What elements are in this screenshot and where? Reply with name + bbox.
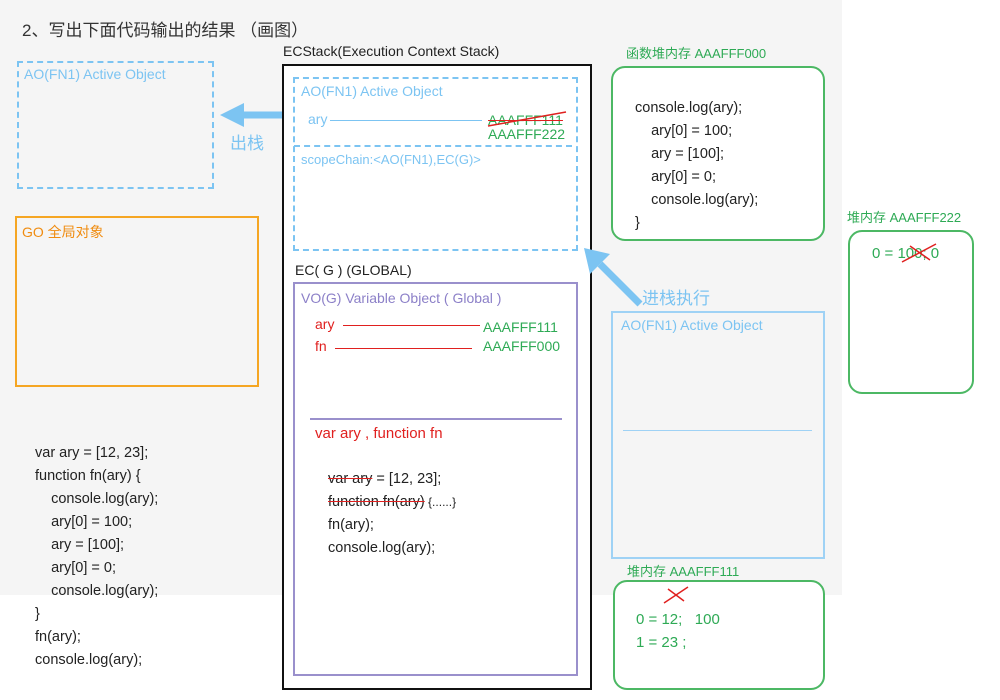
code-line: ary = [100]; bbox=[35, 537, 125, 553]
vo-declaration: var ary , function fn bbox=[315, 425, 443, 442]
vo-var-ary: ary bbox=[315, 316, 335, 332]
stack-ao-box bbox=[293, 77, 578, 251]
exec-line: console.log(ary); bbox=[328, 540, 436, 556]
right-ao-divider bbox=[623, 430, 812, 431]
pop-arrow-icon bbox=[220, 103, 288, 127]
vo-divider bbox=[310, 418, 562, 420]
left-ao-box bbox=[17, 61, 214, 189]
stack-ao-var: ary bbox=[308, 111, 328, 127]
go-box bbox=[15, 216, 259, 387]
func-heap-code: console.log(ary); ary[0] = 100; ary = [1… bbox=[635, 74, 758, 258]
heap222-content: 0 = 100; 0 bbox=[872, 245, 939, 262]
right-ao-label: AO(FN1) Active Object bbox=[621, 317, 763, 333]
ecg-label: EC( G ) (GLOBAL) bbox=[295, 262, 412, 278]
code-line: ary[0] = 100; bbox=[35, 514, 133, 530]
code-line: var ary = [12, 23]; bbox=[35, 445, 149, 461]
push-label: 进栈执行 bbox=[642, 289, 710, 308]
exec-line-rest: = [12, 23]; bbox=[372, 471, 442, 487]
func-code-line: } bbox=[635, 215, 640, 231]
vo-fn-pointer-line bbox=[335, 348, 472, 349]
cross-mark-icon bbox=[901, 243, 937, 263]
scope-chain: scopeChain:<AO(FN1),EC(G)> bbox=[301, 152, 481, 167]
pop-label: 出栈 bbox=[230, 134, 264, 153]
go-label: GO 全局对象 bbox=[22, 224, 104, 240]
heap222-label: 堆内存 AAAFFF222 bbox=[847, 210, 962, 225]
func-code-line: ary[0] = 100; bbox=[635, 123, 733, 139]
heap222-key: 0 = bbox=[872, 245, 898, 262]
left-ao-label: AO(FN1) Active Object bbox=[24, 66, 166, 82]
code-line: function fn(ary) { bbox=[35, 468, 141, 484]
func-heap-label: 函数堆内存 AAAFFF000 bbox=[626, 46, 767, 61]
vo-var-fn: fn bbox=[315, 338, 327, 354]
push-arrow-icon bbox=[584, 248, 643, 307]
ao-new-addr: AAAFFF222 bbox=[488, 126, 566, 142]
ecstack-box bbox=[282, 64, 592, 690]
strike-mark-icon bbox=[487, 111, 567, 127]
func-code-line: ary[0] = 0; bbox=[635, 169, 716, 185]
exec-line-rest: {......} bbox=[424, 495, 457, 509]
cross-mark-icon bbox=[663, 586, 689, 604]
vo-box bbox=[293, 282, 578, 676]
vo-exec-code: var ary = [12, 23]; function fn(ary) {...… bbox=[328, 445, 456, 583]
code-line: } bbox=[35, 606, 40, 622]
code-line: console.log(ary); bbox=[35, 583, 159, 599]
func-code-line: console.log(ary); bbox=[635, 192, 759, 208]
struck-function-fn: function fn(ary) bbox=[328, 494, 425, 510]
code-line: ary[0] = 0; bbox=[35, 560, 116, 576]
vo-ary-pointer-line bbox=[343, 325, 480, 326]
func-code-line: console.log(ary); bbox=[635, 100, 743, 116]
heap111-value: ; 100 bbox=[678, 611, 720, 628]
heap111-label: 堆内存 AAAFFF111 bbox=[627, 564, 740, 579]
heap111-row2: 1 = 23 ; bbox=[636, 634, 687, 651]
code-line: console.log(ary); bbox=[35, 491, 159, 507]
heap111-key: 0 = bbox=[636, 611, 662, 628]
vo-fn-addr: AAAFFF000 bbox=[483, 338, 561, 354]
source-code: var ary = [12, 23]; function fn(ary) { co… bbox=[35, 419, 158, 695]
func-heap-box bbox=[611, 66, 825, 241]
ecstack-label: ECStack(Execution Context Stack) bbox=[283, 43, 500, 59]
code-line: fn(ary); bbox=[35, 629, 81, 645]
right-ao-box bbox=[611, 311, 825, 559]
code-line: console.log(ary); bbox=[35, 652, 143, 668]
exec-line: fn(ary); bbox=[328, 517, 374, 533]
heap111-box bbox=[613, 580, 825, 690]
vo-ary-addr: AAAFFF111 bbox=[483, 319, 558, 335]
ao-ary-pointer-line bbox=[330, 120, 482, 121]
page-title: 2、写出下面代码输出的结果 （画图） bbox=[22, 21, 309, 40]
heap222-value: ; 0 bbox=[922, 245, 940, 262]
heap222-struck-value: 100 bbox=[897, 245, 923, 262]
func-code-line: ary = [100]; bbox=[635, 146, 725, 162]
struck-var-ary: var ary bbox=[328, 471, 373, 487]
vo-label: VO(G) Variable Object ( Global ) bbox=[301, 290, 502, 306]
heap111-content: 0 = 12; 100 1 = 23 ; bbox=[636, 585, 720, 677]
heap111-struck-value: 12 bbox=[661, 611, 679, 628]
ao-divider bbox=[294, 145, 572, 147]
stack-ao-label: AO(FN1) Active Object bbox=[301, 83, 443, 99]
